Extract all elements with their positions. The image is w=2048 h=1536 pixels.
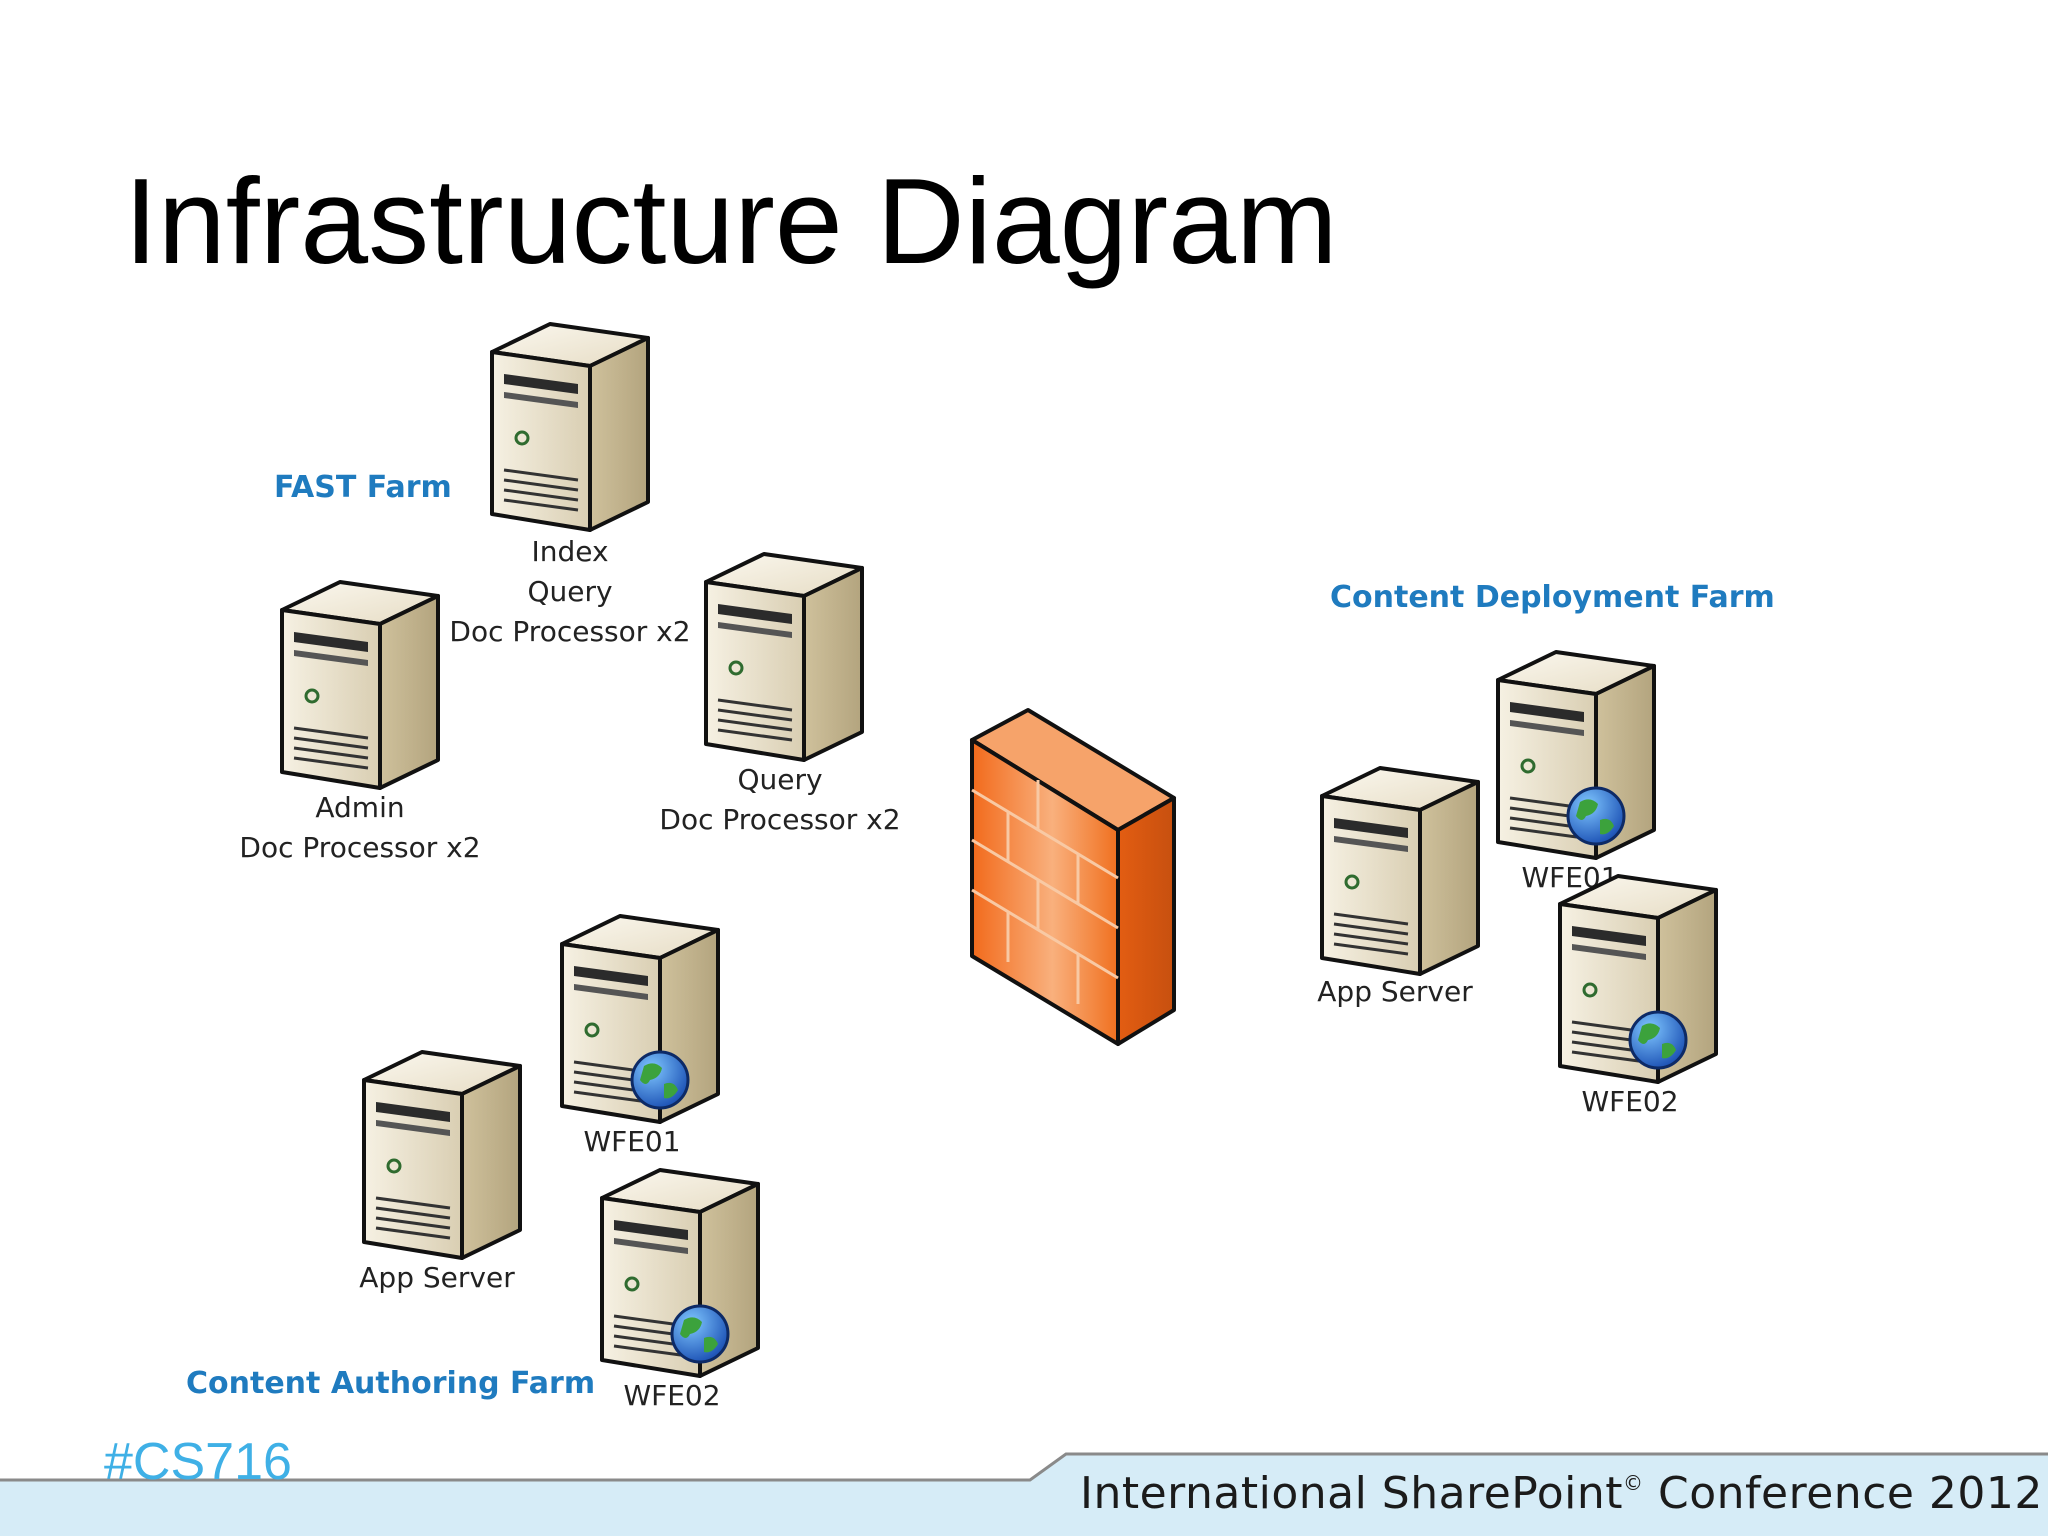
server-label-fast-index: Index Query Doc Processor x2 <box>440 532 700 652</box>
page-title: Infrastructure Diagram <box>124 153 1338 289</box>
hashtag: #CS716 <box>104 1433 292 1491</box>
label-line: Admin <box>315 791 405 824</box>
server-label-cd-app: App Server <box>1317 975 1473 1008</box>
label-line: Doc Processor x2 <box>449 615 691 648</box>
label-line: Query <box>527 575 613 608</box>
server-label-ca-app: App Server <box>359 1261 515 1294</box>
farm-label-fast: FAST Farm <box>274 470 452 505</box>
server-icon <box>704 552 864 762</box>
server-icon <box>490 322 650 532</box>
web-server-icon <box>1496 650 1656 860</box>
conference-name-start: International SharePoint <box>1080 1468 1624 1519</box>
farm-label-content-authoring: Content Authoring Farm <box>186 1366 596 1401</box>
firewall-icon <box>970 708 1176 1046</box>
server-icon <box>1320 766 1480 976</box>
copyright-mark: © <box>1623 1471 1644 1495</box>
web-server-icon <box>1558 874 1718 1084</box>
conference-name-end: Conference 2012 <box>1643 1468 2043 1519</box>
label-line: Doc Processor x2 <box>239 831 481 864</box>
server-label-ca-wfe01: WFE01 <box>583 1125 681 1158</box>
server-icon <box>362 1050 522 1260</box>
farm-label-content-deployment: Content Deployment Farm <box>1330 580 1775 615</box>
server-label-fast-admin: Admin Doc Processor x2 <box>230 788 490 868</box>
conference-name: International SharePoint© Conference 201… <box>1080 1468 2043 1519</box>
label-line: Doc Processor x2 <box>659 803 901 836</box>
label-line: Index <box>531 535 609 568</box>
web-server-icon <box>600 1168 760 1378</box>
server-label-cd-wfe02: WFE02 <box>1581 1085 1679 1118</box>
label-line: Query <box>737 763 823 796</box>
footer-band <box>0 1452 2048 1536</box>
server-icon <box>280 580 440 790</box>
web-server-icon <box>560 914 720 1124</box>
server-label-ca-wfe02: WFE02 <box>623 1379 721 1412</box>
server-label-fast-query: Query Doc Processor x2 <box>650 760 910 840</box>
